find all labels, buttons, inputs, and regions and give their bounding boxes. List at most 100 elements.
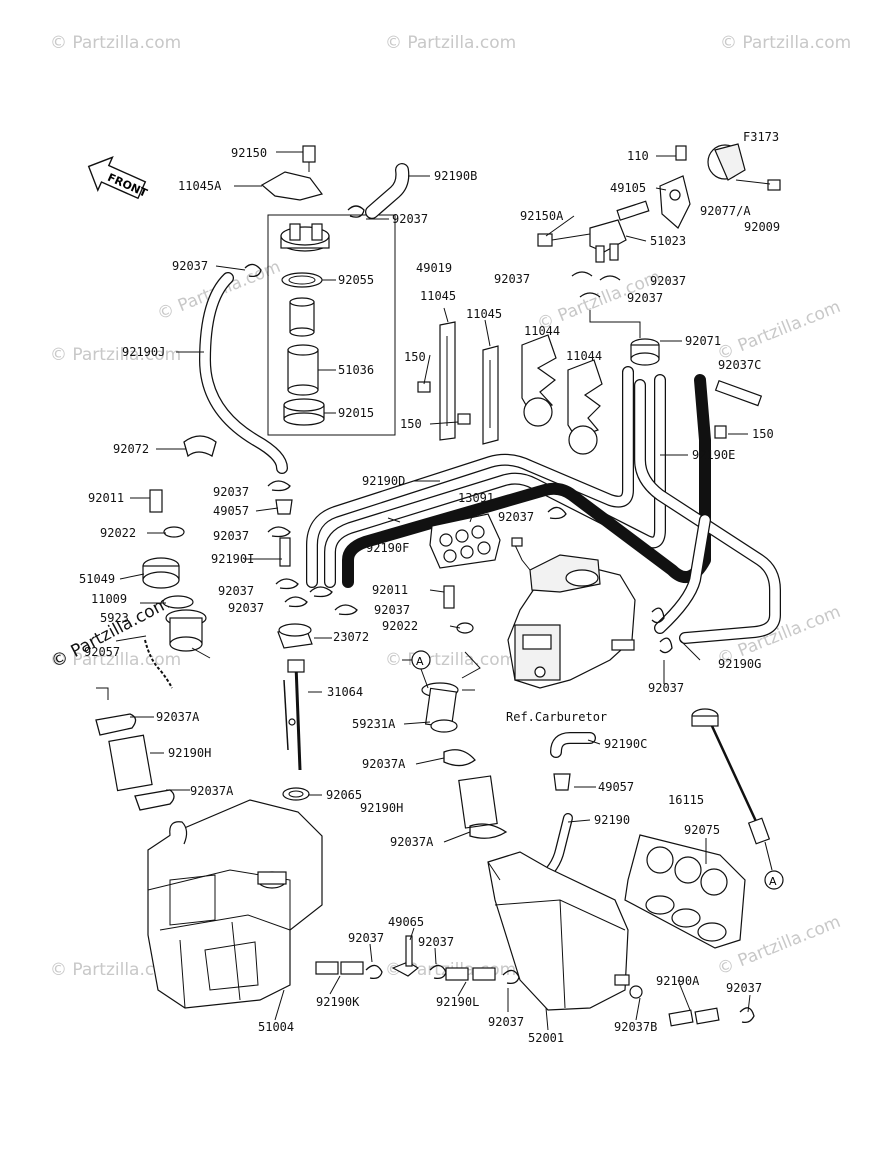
part-label: 92015 xyxy=(338,406,374,420)
watermark: © Partzilla.com xyxy=(50,960,181,980)
plate-92075 xyxy=(624,834,746,949)
part-label: 11044 xyxy=(566,349,602,363)
hose-holders-11044 xyxy=(521,334,603,455)
part-label: 92037 xyxy=(213,485,249,499)
front-arrow-icon: FRONT xyxy=(87,156,150,200)
fuel-valve-assembly xyxy=(537,143,781,439)
part-label: 92072 xyxy=(113,442,149,456)
part-label: 92190G xyxy=(718,657,761,671)
part-label: 150 xyxy=(404,350,426,364)
fuel-tank-51004 xyxy=(147,799,323,1009)
part-label: 92190H xyxy=(168,746,211,760)
part-label: 92037 xyxy=(494,272,530,286)
part-label: 92190D xyxy=(362,474,405,488)
part-label: 150 xyxy=(400,417,422,431)
watermark: © Partzilla.com xyxy=(50,650,181,670)
hose-92190h-left xyxy=(95,713,175,811)
part-label: 92190 xyxy=(594,813,630,827)
watermark: © Partzilla.com xyxy=(50,345,181,365)
carburetor xyxy=(507,537,636,689)
part-label: 11044 xyxy=(524,324,560,338)
part-labels: 92150 11045A 92190B 92037 92037 92055 49… xyxy=(79,146,780,1045)
part-label: 92022 xyxy=(100,526,136,540)
svg-text:A: A xyxy=(416,655,424,668)
part-label: 92037 xyxy=(488,1015,524,1029)
part-label: 49065 xyxy=(388,915,424,929)
part-label: 49057 xyxy=(213,504,249,518)
part-label: 92190F xyxy=(366,541,409,555)
part-label: 92190I xyxy=(211,552,254,566)
hose-92190h-center xyxy=(443,749,508,839)
fuel-filter-assembly xyxy=(267,214,396,436)
bracket-plates-11045 xyxy=(417,307,499,445)
part-label: 92065 xyxy=(326,788,362,802)
watermark: © Partzilla.com xyxy=(714,297,843,365)
part-label: 92037 xyxy=(392,212,428,226)
svg-text:A: A xyxy=(769,875,777,888)
part-label: 16115 xyxy=(668,793,704,807)
part-label: 92037 xyxy=(228,601,264,615)
part-label: 92022 xyxy=(382,619,418,633)
check-valve-59231a xyxy=(421,651,481,733)
part-label: 92037 xyxy=(213,529,249,543)
part-label: 92190J xyxy=(122,345,165,359)
watermark: © Partzilla.com xyxy=(720,33,851,53)
part-label: 92037 xyxy=(627,291,663,305)
bracket-11045a xyxy=(234,145,324,201)
part-label: 92055 xyxy=(338,273,374,287)
part-label: 92190B xyxy=(434,169,477,183)
fuel-lever-92077 xyxy=(707,143,746,181)
part-label: 92037A xyxy=(190,784,234,798)
part-label: 92011 xyxy=(372,583,408,597)
part-label: 92009 xyxy=(744,220,780,234)
part-label: 92190H xyxy=(360,801,403,815)
part-label: 92037 xyxy=(348,931,384,945)
filter-ring-nut-92015 xyxy=(283,398,325,426)
filter-element xyxy=(289,297,315,337)
filler-neck-59231 xyxy=(165,609,207,652)
part-label: 11045 xyxy=(466,307,502,321)
part-label: 92071 xyxy=(685,334,721,348)
part-label: 92077/A xyxy=(700,204,751,218)
part-label: 92150A xyxy=(520,209,564,223)
part-label: 110 xyxy=(627,149,649,163)
part-label: 92190L xyxy=(436,995,479,1009)
filter-bowl-51036 xyxy=(287,344,319,396)
part-label: 92037 xyxy=(418,935,454,949)
part-label: 92011 xyxy=(88,491,124,505)
part-label: 92037B xyxy=(614,1020,657,1034)
callout-a-left: A xyxy=(411,650,431,689)
part-label: 11009 xyxy=(91,592,127,606)
ref-carburetor-label: Ref.Carburetor xyxy=(506,710,607,724)
part-label: 59231A xyxy=(352,717,396,731)
small-fittings xyxy=(149,489,474,634)
part-label: 92037 xyxy=(218,584,254,598)
part-label: 92037A xyxy=(390,835,434,849)
part-label: 31064 xyxy=(327,685,363,699)
part-label: 92057 xyxy=(84,645,120,659)
figure-code: F3173 xyxy=(743,130,779,144)
part-label: 49019 xyxy=(416,261,452,275)
part-label: 51004 xyxy=(258,1020,294,1034)
part-label: 92190K xyxy=(316,995,360,1009)
part-label: 52001 xyxy=(528,1031,564,1045)
callout-a-right: A xyxy=(764,870,784,890)
part-label: 49057 xyxy=(598,780,634,794)
part-label: 92190E xyxy=(692,448,735,462)
part-label: 92150 xyxy=(231,146,267,160)
part-label: 92190A xyxy=(656,974,700,988)
hose-network xyxy=(199,272,781,644)
part-label: 51023 xyxy=(650,234,686,248)
part-label: 11045A xyxy=(178,179,222,193)
reservoir-tank-52001 xyxy=(487,851,630,1011)
elbow-hose-92190b xyxy=(365,163,430,219)
part-label: 92075 xyxy=(684,823,720,837)
part-label: 92037 xyxy=(498,510,534,524)
filler-neck-cluster xyxy=(96,557,211,700)
bottom-fitting-row xyxy=(315,935,720,1027)
hose-clamps xyxy=(183,205,755,1024)
part-label: 51049 xyxy=(79,572,115,586)
part-label: 11045 xyxy=(420,289,456,303)
